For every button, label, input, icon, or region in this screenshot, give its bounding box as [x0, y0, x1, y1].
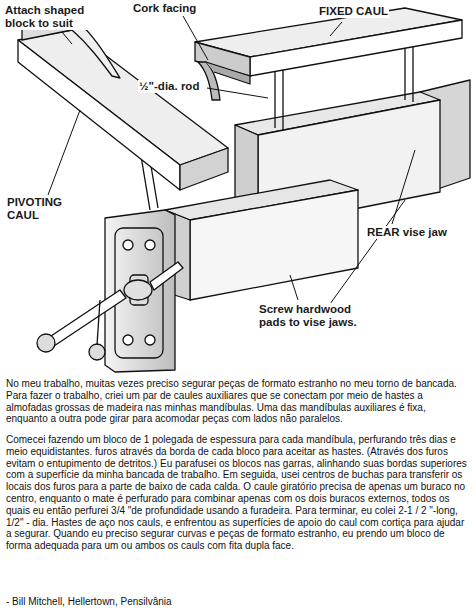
- callout-label: Screw hardwood pads to vise jaws.: [258, 303, 380, 329]
- callout-label: ½"-dia. rod: [138, 80, 200, 93]
- signature: - Bill Mitchell, Hellertown, Pensilvânia: [6, 596, 468, 608]
- callout-label: FIXED CAUL: [318, 5, 389, 18]
- callout-label: Attach shaped block to suit: [4, 4, 101, 30]
- callout-label: PIVOTING CAUL: [6, 196, 80, 222]
- body-paragraph: No meu trabalho, muitas vezes preciso se…: [6, 378, 468, 425]
- callout-label: Cork facing: [132, 2, 197, 15]
- callout-label: REAR vise jaw: [366, 226, 448, 239]
- body-paragraph: Comecei fazendo um bloco de 1 polegada d…: [6, 434, 468, 552]
- vise-illustration: [0, 0, 474, 375]
